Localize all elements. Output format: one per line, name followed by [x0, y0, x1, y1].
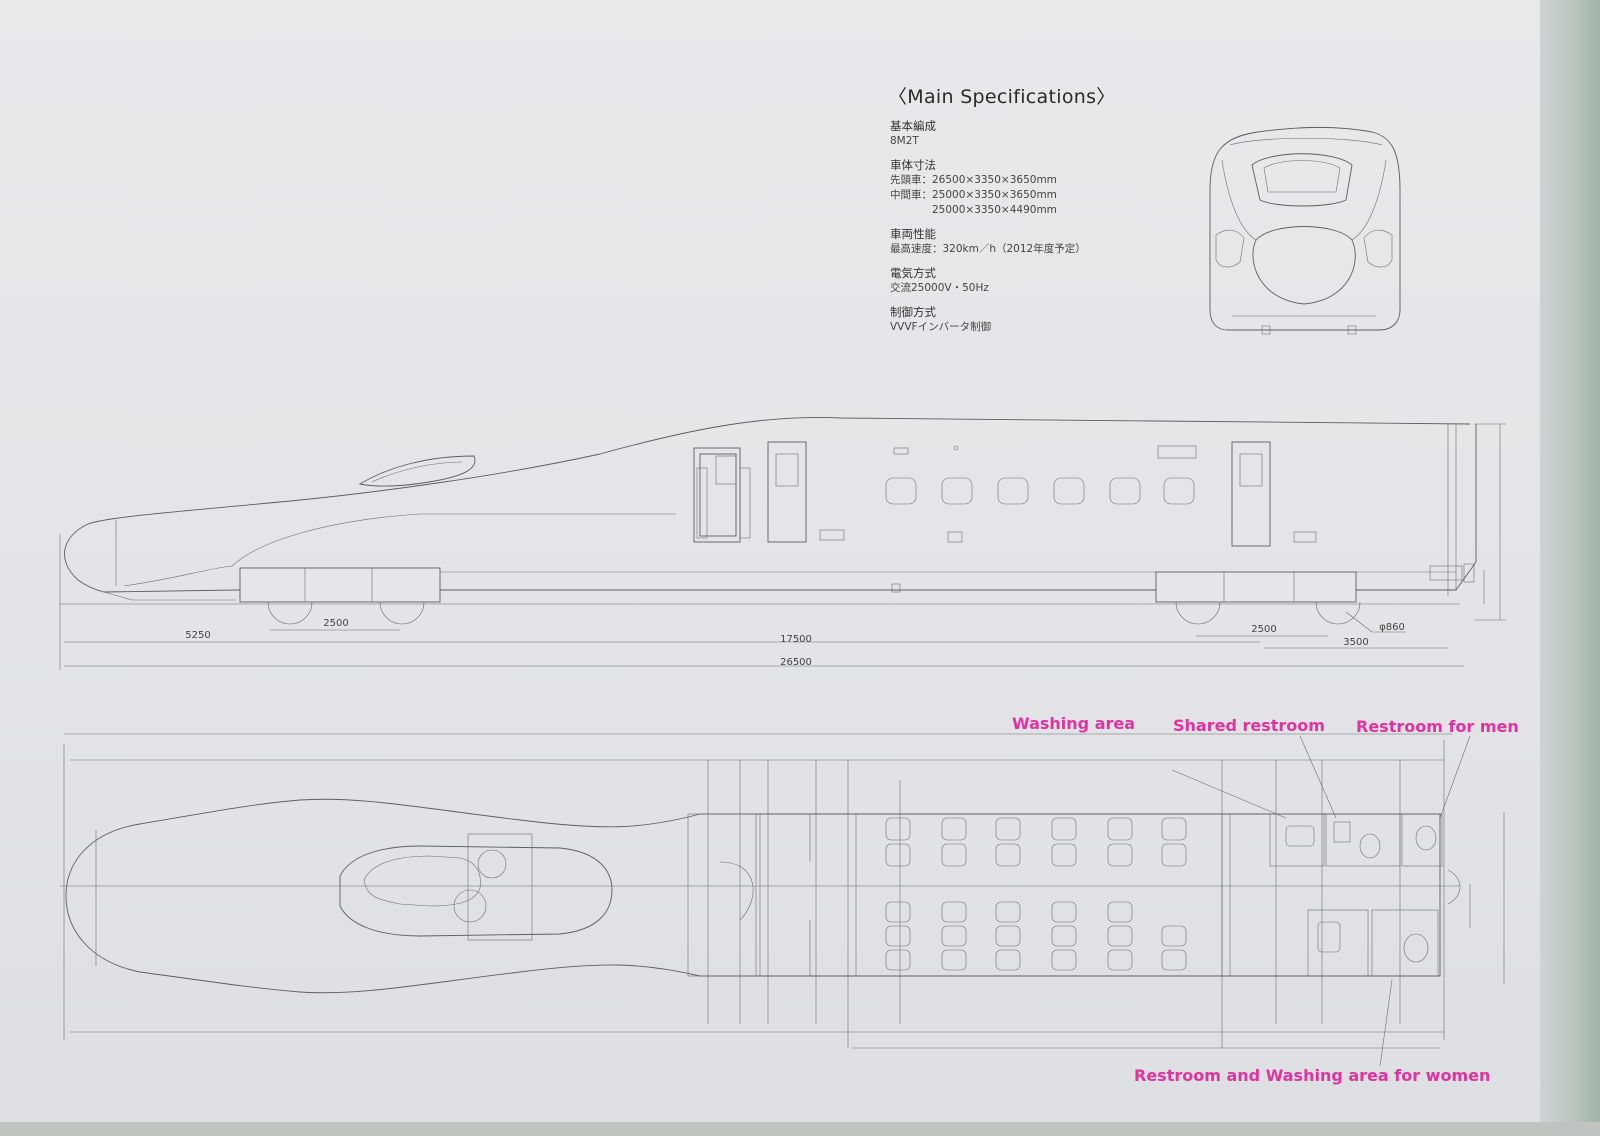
spec-value: VVVFインバータ制御	[890, 321, 992, 333]
spec-formation: 基本編成 8M2T	[890, 118, 1190, 149]
spec-value: 交流25000V・50Hz	[890, 282, 989, 294]
dimension-ticks	[707, 740, 1445, 1048]
drawing-sheet	[0, 0, 1562, 1126]
dim-rear-overhang: 3500	[1343, 637, 1369, 648]
floor-plan	[60, 733, 1505, 1067]
label-shared-restroom: Shared restroom	[1173, 716, 1325, 735]
spec-heading: 電気方式	[890, 266, 936, 280]
label-restroom-women: Restroom and Washing area for women	[1134, 1066, 1491, 1085]
spec-title: 〈Main Specifications〉	[888, 86, 1116, 108]
spec-body-dimensions: 車体寸法 先頭車：26500×3350×3650mm 中間車：25000×335…	[890, 157, 1190, 218]
front-view	[1209, 127, 1401, 335]
seat-block-rear	[885, 901, 1187, 971]
bottom-strip	[0, 1122, 1600, 1136]
spec-list: 基本編成 8M2T 車体寸法 先頭車：26500×3350×3650mm 中間車…	[890, 118, 1190, 343]
spec-heading: 車両性能	[890, 227, 936, 241]
dim-front-overhang: 5250	[185, 630, 211, 641]
seat-block-front	[885, 817, 1187, 867]
label-washing-area: Washing area	[1012, 714, 1136, 733]
spec-value: 8M2T	[890, 135, 919, 147]
spec-performance: 車両性能 最高速度：320km／h（2012年度予定）	[890, 226, 1190, 257]
spec-value: 先頭車：26500×3350×3650mm 中間車：25000×3350×365…	[890, 174, 1057, 216]
dim-bogie-center-distance: 17500	[780, 634, 812, 645]
dim-front-wheelbase: 2500	[323, 618, 349, 629]
side-view	[59, 417, 1506, 670]
sheet-edge	[1540, 0, 1600, 1136]
dim-rear-wheelbase: 2500	[1251, 624, 1277, 635]
label-restroom-men: Restroom for men	[1356, 717, 1519, 736]
dim-wheel-diameter: φ860	[1379, 622, 1405, 633]
dim-overall-length: 26500	[780, 657, 812, 668]
spec-heading: 制御方式	[890, 305, 936, 319]
spec-control-system: 制御方式 VVVFインバータ制御	[890, 304, 1190, 335]
spec-heading: 車体寸法	[890, 158, 936, 172]
spec-electric-system: 電気方式 交流25000V・50Hz	[890, 265, 1190, 296]
spec-heading: 基本編成	[890, 119, 936, 133]
spec-value: 最高速度：320km／h（2012年度予定）	[890, 243, 1086, 255]
